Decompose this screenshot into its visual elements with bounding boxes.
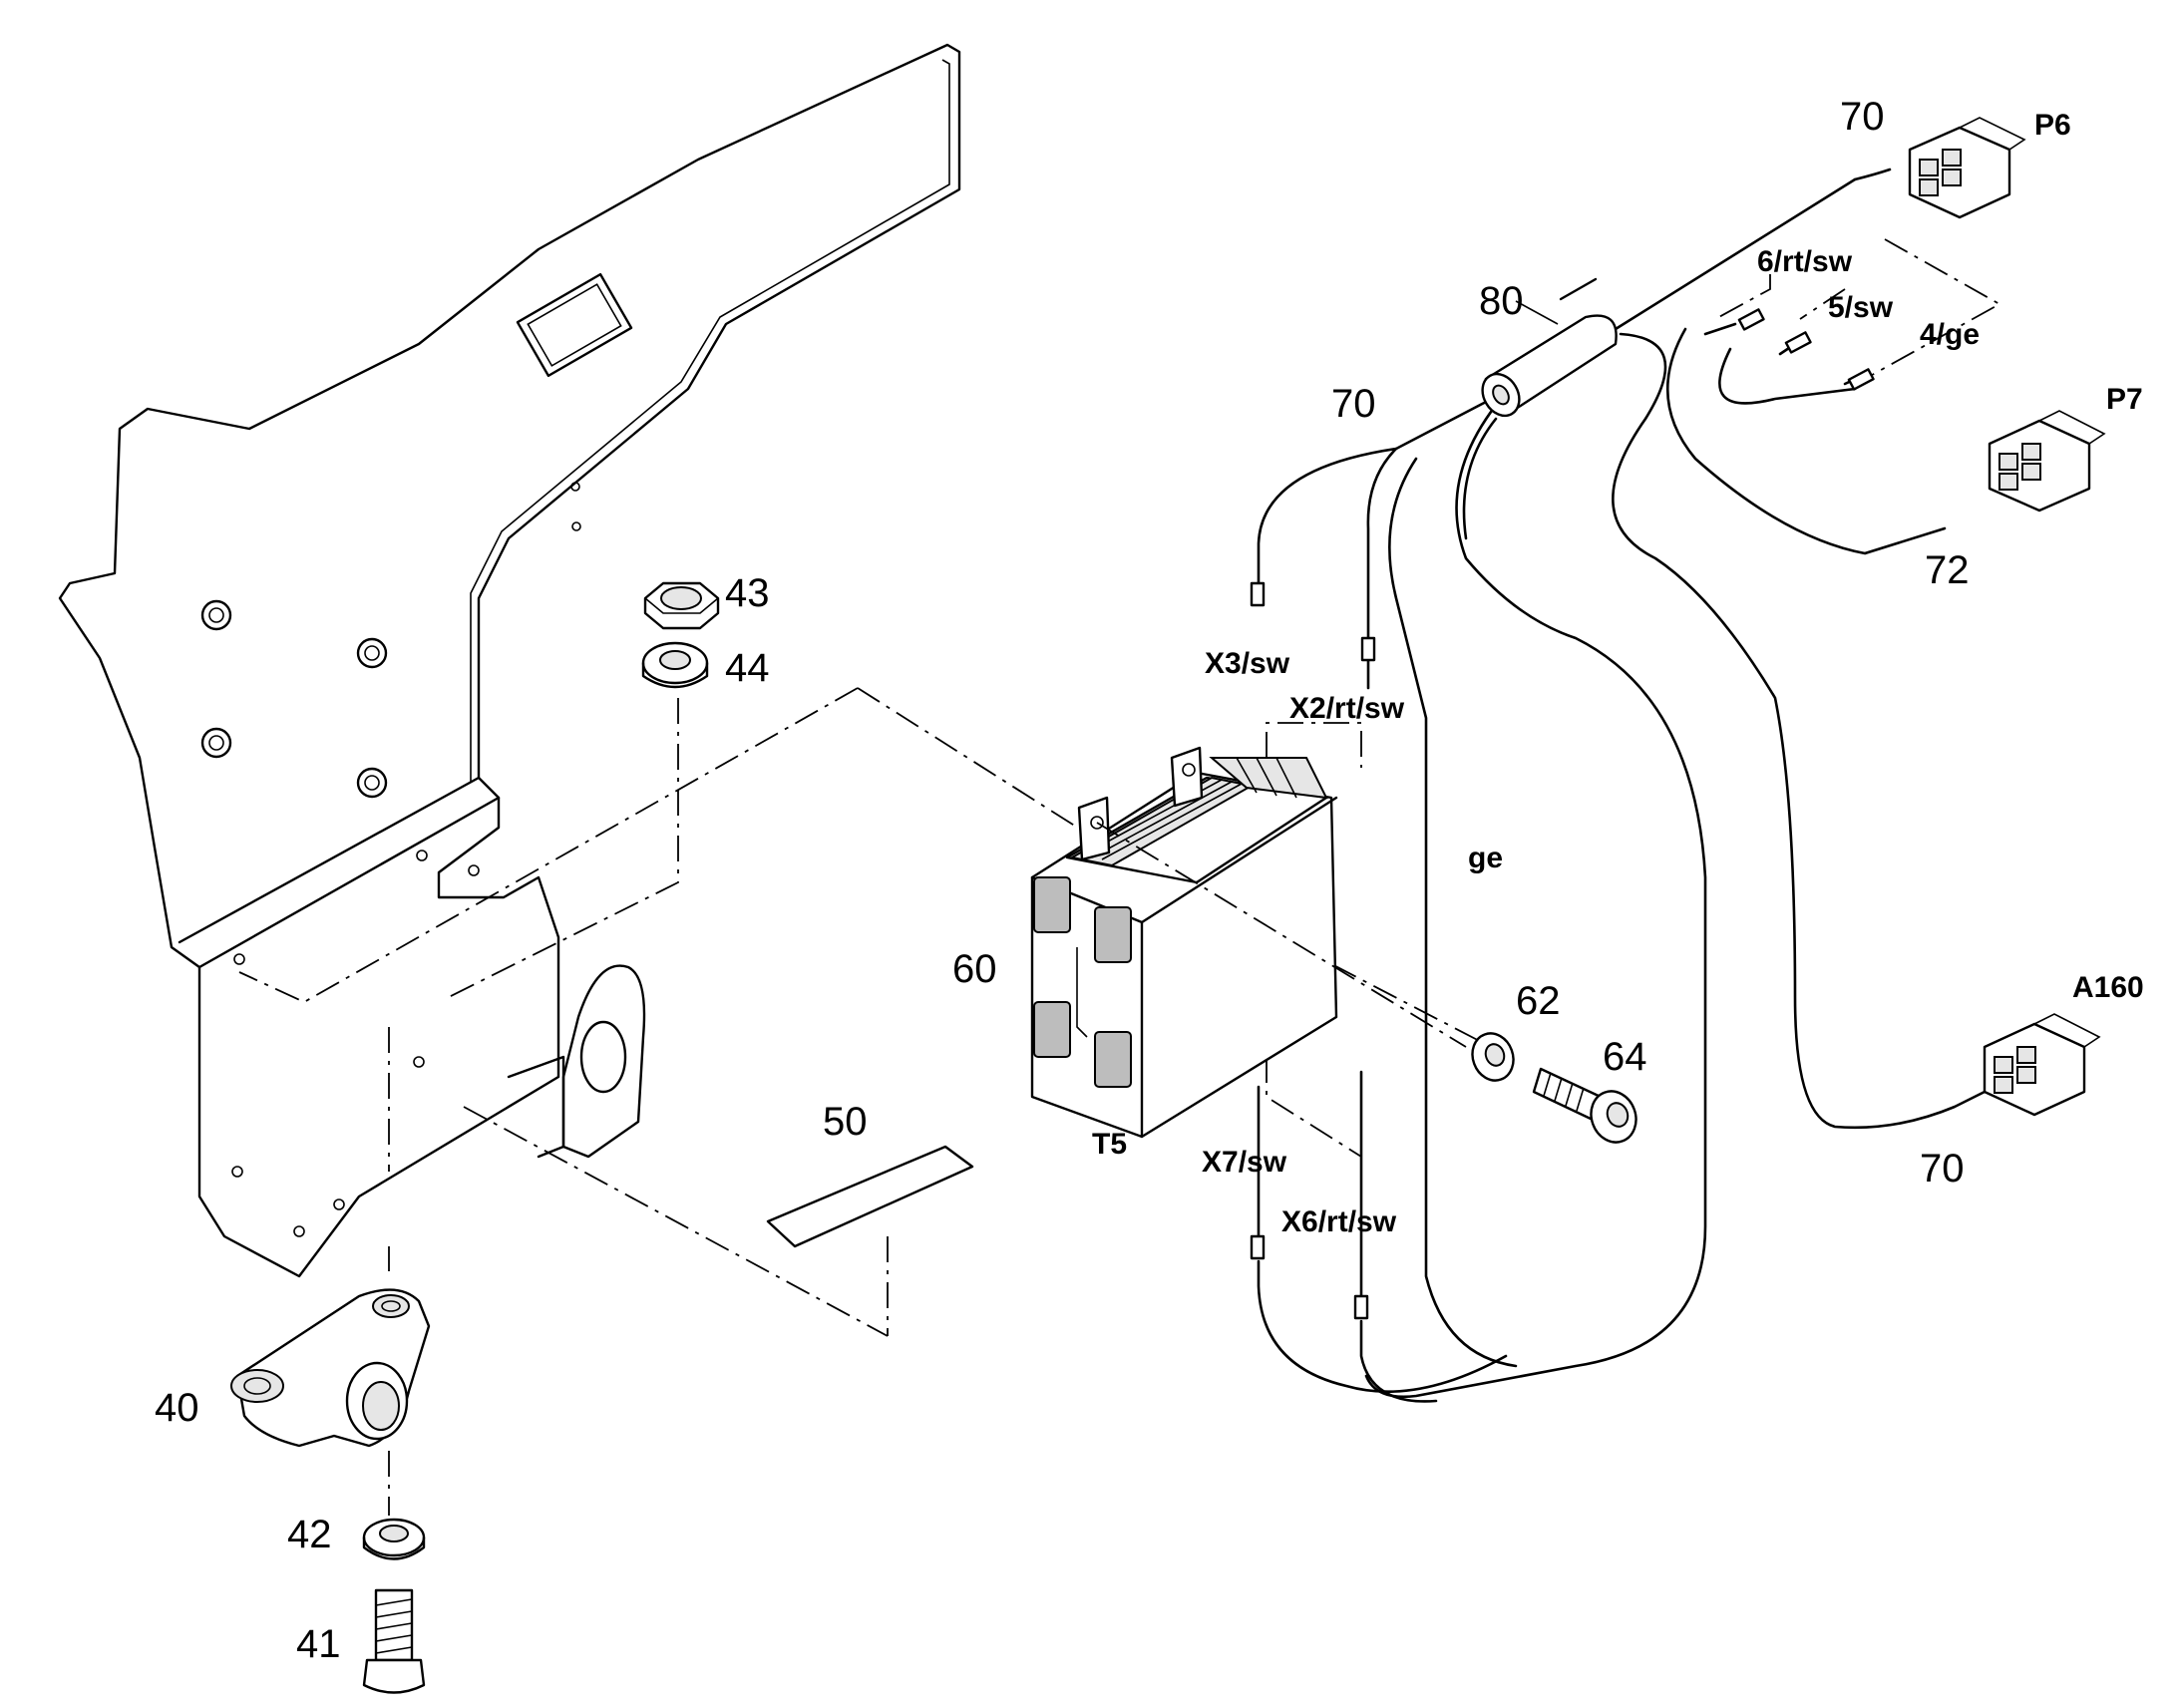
label-x2: X2/rt/sw — [1289, 692, 1405, 725]
callout-50: 50 — [823, 1100, 868, 1144]
bracket-lug — [507, 964, 646, 1159]
screw-part-64 — [1532, 1067, 1637, 1144]
label-x6: X6/rt/sw — [1281, 1205, 1397, 1238]
connector-p7 — [1988, 410, 2106, 512]
label-ge: ge — [1468, 842, 1503, 874]
assembly-leader-lines — [238, 238, 2001, 1516]
callout-40: 40 — [155, 1386, 199, 1430]
label-p6: P6 — [2034, 109, 2071, 142]
callout-60: 60 — [952, 947, 997, 991]
washer-part-62 — [1471, 1032, 1515, 1082]
wire-terminals — [1250, 308, 1875, 1320]
callout-72: 72 — [1925, 548, 1970, 592]
label-6-rt-sw: 6/rt/sw — [1757, 245, 1853, 278]
label-5-sw: 5/sw — [1828, 291, 1894, 324]
callout-80: 80 — [1479, 279, 1524, 323]
nut-part-43 — [643, 581, 720, 630]
sleeve-part-80 — [1481, 277, 1618, 418]
callout-41: 41 — [296, 1622, 341, 1666]
callout-42: 42 — [287, 1513, 332, 1556]
callout-62: 62 — [1516, 979, 1561, 1023]
bolt-part-41 — [362, 1588, 426, 1694]
callout-44: 44 — [725, 646, 770, 690]
washer-part-42 — [362, 1518, 426, 1560]
label-part-50 — [766, 1145, 974, 1248]
wire-labels: P6 P7 A160 T5 X3/sw X2/rt/sw X7/sw X6/rt… — [1092, 109, 2144, 1238]
mounting-bracket — [58, 43, 961, 1278]
callout-70-mid: 70 — [1331, 382, 1376, 426]
label-t5: T5 — [1092, 1128, 1127, 1161]
label-x3: X3/sw — [1205, 647, 1290, 680]
plate-holes — [200, 482, 581, 1237]
washer-part-44 — [641, 641, 709, 689]
transformer-part-60 — [1030, 746, 1467, 1139]
connector-a160 — [1983, 1013, 2101, 1117]
cable-harness-part-70 — [1250, 168, 1997, 1403]
callout-64: 64 — [1603, 1035, 1647, 1079]
part-callouts: 40 41 42 43 44 50 60 62 64 70 70 70 72 8… — [155, 95, 1970, 1666]
label-4-ge: 4/ge — [1920, 318, 1980, 351]
callout-70-top: 70 — [1840, 95, 1885, 139]
callout-43: 43 — [725, 571, 770, 615]
label-x7: X7/sw — [1202, 1146, 1287, 1179]
connector-p6 — [1908, 117, 2026, 219]
label-p7: P7 — [2106, 383, 2143, 416]
label-a160: A160 — [2072, 971, 2144, 1004]
callout-70-bottom: 70 — [1920, 1147, 1965, 1191]
holder-part-40 — [230, 1288, 431, 1448]
